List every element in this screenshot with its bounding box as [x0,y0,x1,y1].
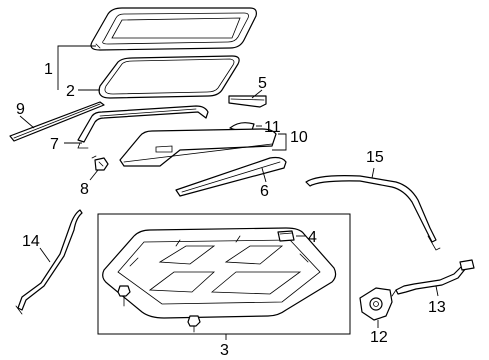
callout-14: 14 [22,233,40,250]
callout-13: 13 [428,299,446,316]
callout-3: 3 [220,342,229,359]
callout-12: 12 [370,329,388,346]
leader-line-5 [251,89,263,99]
leader-line-1 [57,45,96,68]
leader-line-9 [19,115,35,129]
callout-9: 9 [16,101,25,118]
sunroof-frame-part [102,227,337,319]
leader-line-6 [261,167,267,183]
callout-5: 5 [258,75,267,92]
bolt-left-part [117,285,131,307]
sunshade-panel-part [119,128,277,167]
callout-11: 11 [264,119,281,136]
callout-1: 1 [44,61,53,78]
leader-line-15 [371,167,375,179]
frame-assembly-box [97,213,351,335]
callout-labels: 1 2 5 9 7 11 10 8 6 15 14 4 3 12 13 [16,61,446,359]
drain-hose-right-part [305,175,441,251]
callout-15: 15 [366,149,384,166]
wiring-harness-part [391,259,475,297]
sunroof-motor-part [359,287,393,321]
leader-line-14 [39,247,51,263]
bolt-bottom-part [187,315,201,333]
callout-4: 4 [308,229,317,246]
callout-8: 8 [80,181,89,198]
leader-line-13 [435,285,439,297]
guide-track-part [77,105,209,149]
callout-6: 6 [260,183,269,200]
drain-hose-left-part [15,209,83,315]
glass-panel-part [90,7,257,51]
retaining-clip-part [91,155,109,171]
callout-10: 10 [290,129,308,146]
leader-lines [19,45,439,340]
leader-line-10 [272,133,287,151]
callout-2: 2 [66,83,75,100]
wind-deflector-part [228,95,267,108]
leader-line-8 [89,169,99,181]
side-strip-part [9,101,105,142]
bracket-block-part [277,230,295,242]
front-trim-part [175,156,287,197]
callout-7: 7 [50,136,59,153]
glass-seal-part [98,55,240,99]
